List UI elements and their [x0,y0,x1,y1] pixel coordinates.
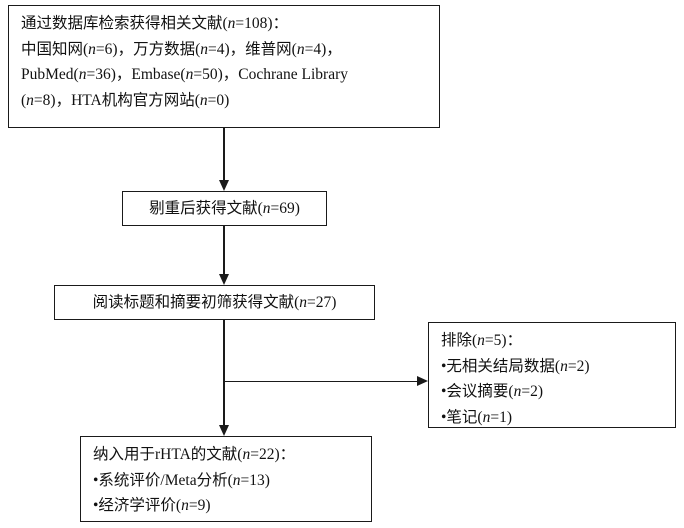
identification-line-1: 通过数据库检索获得相关文献(n=108)： [21,15,289,32]
box-screening: 阅读标题和摘要初筛获得文献(n=27) [54,285,375,320]
included-item-2: •经济学评价(n=9) [93,497,211,514]
connector-identification-to-deduplication-line [223,128,225,180]
excluded-item-2: •会议摘要(n=2) [441,383,543,400]
identification-line-3: PubMed(n=36)，Embase(n=50)，Cochrane Libra… [21,66,348,83]
box-deduplication: 剔重后获得文献(n=69) [122,191,327,226]
connector-screening-to-included-line [223,320,225,425]
screening-text: 阅读标题和摘要初筛获得文献(n=27) [92,293,337,311]
connector-deduplication-to-screening-arrowhead [218,274,229,285]
included-header: 纳入用于rHTA的文献(n=22)： [93,446,296,463]
box-identification: 通过数据库检索获得相关文献(n=108)： 中国知网(n=6)，万方数据(n=4… [8,5,440,128]
identification-line-4: (n=8)，HTA机构官方网站(n=0) [21,91,230,109]
connector-identification-to-deduplication-arrowhead [218,180,229,191]
connector-deduplication-to-screening-line [223,226,225,274]
box-excluded: 排除(n=5)： •无相关结局数据(n=2) •会议摘要(n=2) •笔记(n=… [428,322,676,428]
excluded-item-3: •笔记(n=1) [441,408,512,426]
connector-screening-to-included-arrowhead [218,425,229,436]
box-included: 纳入用于rHTA的文献(n=22)： •系统评价/Meta分析(n=13) •经… [80,436,372,522]
excluded-item-1: •无相关结局数据(n=2) [441,357,590,375]
included-item-1: •系统评价/Meta分析(n=13) [93,471,270,489]
identification-line-2: 中国知网(n=6)，万方数据(n=4)，维普网(n=4)， [21,40,342,58]
connector-screening-to-excluded-line [223,380,418,383]
deduplication-text: 剔重后获得文献(n=69) [149,199,300,217]
excluded-header: 排除(n=5)： [441,332,523,349]
connector-screening-to-excluded-arrowhead [417,375,428,386]
